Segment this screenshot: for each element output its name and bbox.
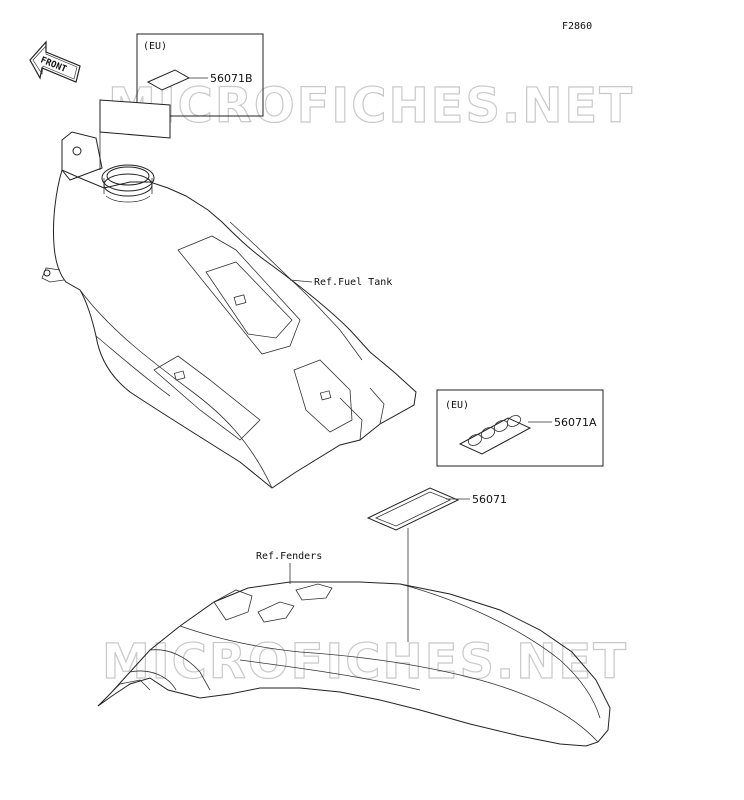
eu-callout-box-right: (EU) 56071A [436,389,604,467]
front-arrow-icon: FRONT [29,40,81,83]
label-sticker-56071a [458,415,532,455]
part-number-56071a: 56071A [554,416,597,429]
front-fender-drawing [97,581,611,747]
label-sticker-56071: 56071 [366,487,507,642]
decal-panel-outline [99,99,171,139]
figure-code: F2860 [562,21,592,32]
ref-fenders: Ref.Fenders [256,551,322,562]
eu-region-label-top: (EU) [143,41,167,52]
eu-callout-box-top: (EU) 56071B [136,33,264,117]
eu-region-label-right: (EU) [445,400,469,411]
part-number-56071: 56071 [472,493,507,506]
watermark-top: MICROFICHES.NET [108,78,634,134]
watermark-bottom: MICROFICHES.NET [102,634,628,690]
ref-fuel-tank: Ref.Fuel Tank [314,277,392,288]
fuel-tank-drawing [41,131,417,489]
part-number-56071b: 56071B [210,72,253,85]
